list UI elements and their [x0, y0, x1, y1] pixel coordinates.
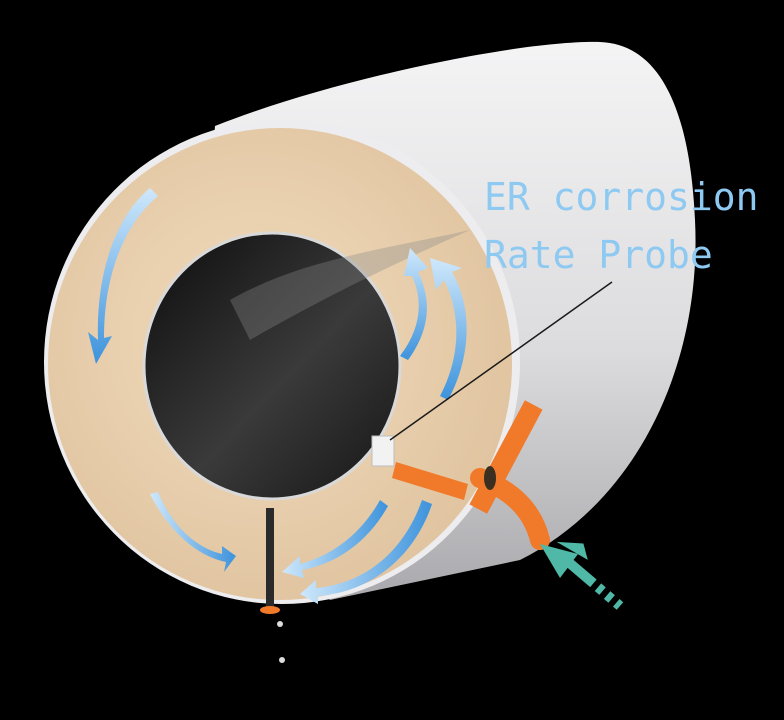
flow-arrow-left	[88, 188, 158, 364]
callout-leader	[389, 281, 613, 441]
flow-arrow-right-inner	[400, 248, 428, 360]
flow-arrow-right-outer	[430, 258, 467, 400]
pipe-bore	[144, 233, 400, 499]
drain-fitting	[260, 606, 280, 614]
callout-label: ER corrosion Rate Probe	[484, 168, 780, 284]
inlet-arrow-icon	[540, 541, 624, 610]
flow-arrow-bottom-right	[300, 500, 432, 604]
probe-knob	[484, 466, 496, 490]
mist-plume	[230, 230, 470, 340]
probe-sensor-tip	[371, 435, 395, 467]
callout-line-2: Rate Probe	[484, 233, 713, 277]
pipe-bore-rim	[142, 231, 402, 501]
drip-2	[279, 657, 285, 663]
drip-1	[277, 621, 283, 627]
probe-stem	[392, 462, 468, 500]
flow-arrow-bottom-mid	[282, 500, 388, 578]
flow-arrow-bottom-left	[150, 492, 236, 572]
drain-rod	[266, 508, 274, 608]
callout-line-1: ER corrosion	[484, 175, 759, 219]
